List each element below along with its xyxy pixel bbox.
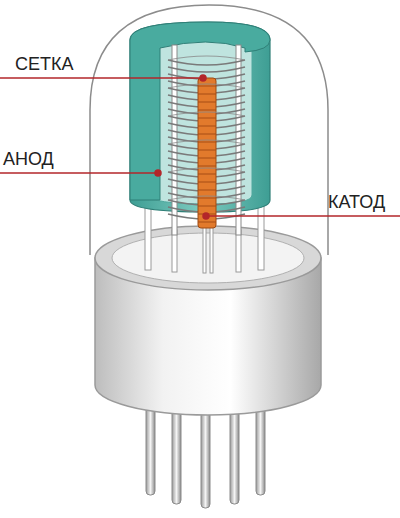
- glass-bulb: [90, 5, 328, 255]
- part-label: КАТОД: [328, 192, 385, 212]
- leader-lines: [0, 75, 400, 219]
- part-label: АНОД: [3, 149, 54, 169]
- cathode-rod: [198, 78, 216, 228]
- grid-helix: [168, 45, 245, 235]
- tube-base: [95, 226, 321, 415]
- part-label: СЕТКА: [15, 54, 74, 74]
